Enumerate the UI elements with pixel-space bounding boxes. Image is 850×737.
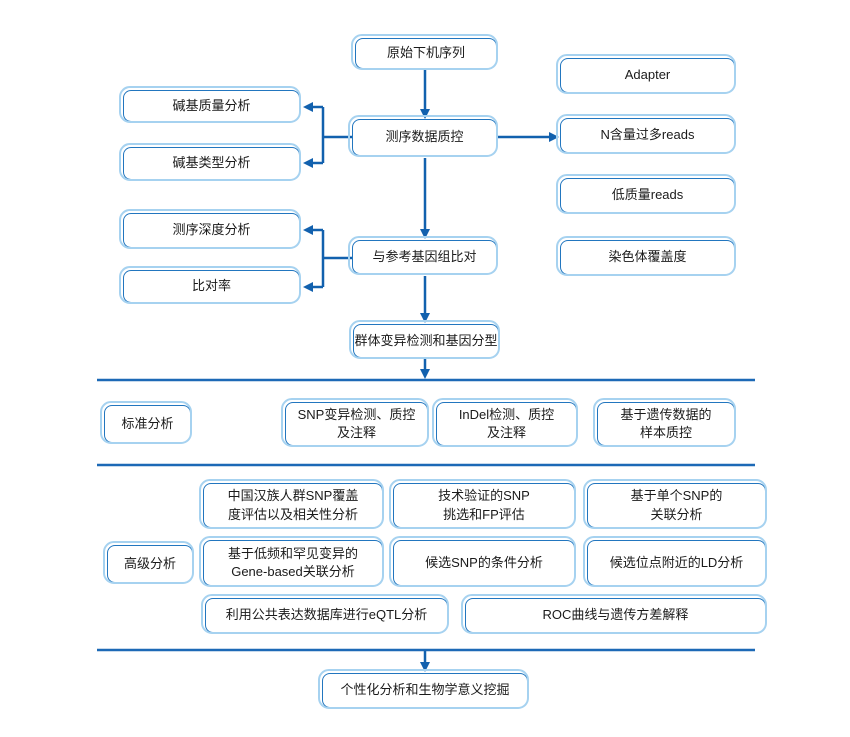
node-align-rate: 比对率 bbox=[119, 266, 301, 304]
node-base-type: 碱基类型分析 bbox=[119, 143, 301, 181]
label-advanced-analysis: 高级分析 bbox=[103, 541, 194, 584]
node-n-reads: N含量过多reads bbox=[556, 114, 736, 154]
node-seq-qc: 测序数据质控 bbox=[348, 115, 498, 157]
node-seq-depth: 测序深度分析 bbox=[119, 209, 301, 249]
node-raw-sequence: 原始下机序列 bbox=[351, 34, 498, 70]
node-sample-qc: 基于遗传数据的 样本质控 bbox=[593, 398, 736, 447]
bracket-align-left bbox=[321, 230, 352, 287]
node-variant-genotyping: 群体变异检测和基因分型 bbox=[349, 320, 500, 359]
bracket-qc-left bbox=[321, 107, 352, 163]
node-base-quality: 碱基质量分析 bbox=[119, 86, 301, 123]
node-low-quality-reads: 低质量reads bbox=[556, 174, 736, 214]
node-personalized: 个性化分析和生物学意义挖掘 bbox=[318, 669, 529, 709]
node-ld-analysis: 候选位点附近的LD分析 bbox=[583, 536, 767, 587]
node-indel-detection: InDel检测、质控 及注释 bbox=[432, 398, 578, 447]
node-eqtl: 利用公共表达数据库进行eQTL分析 bbox=[201, 594, 449, 634]
node-snp-detection: SNP变异检测、质控 及注释 bbox=[281, 398, 429, 447]
node-gene-based: 基于低频和罕见变异的 Gene-based关联分析 bbox=[199, 536, 384, 587]
node-han-snp-coverage: 中国汉族人群SNP覆盖 度评估以及相关性分析 bbox=[199, 479, 384, 529]
node-chr-coverage: 染色体覆盖度 bbox=[556, 236, 736, 276]
node-roc: ROC曲线与遗传方差解释 bbox=[461, 594, 767, 634]
node-single-snp: 基于单个SNP的 关联分析 bbox=[583, 479, 767, 529]
node-adapter: Adapter bbox=[556, 54, 736, 94]
node-align-ref: 与参考基因组比对 bbox=[348, 236, 498, 275]
node-conditional-snp: 候选SNP的条件分析 bbox=[389, 536, 576, 587]
node-validated-snp: 技术验证的SNP 挑选和FP评估 bbox=[389, 479, 576, 529]
label-standard-analysis: 标准分析 bbox=[100, 401, 192, 444]
